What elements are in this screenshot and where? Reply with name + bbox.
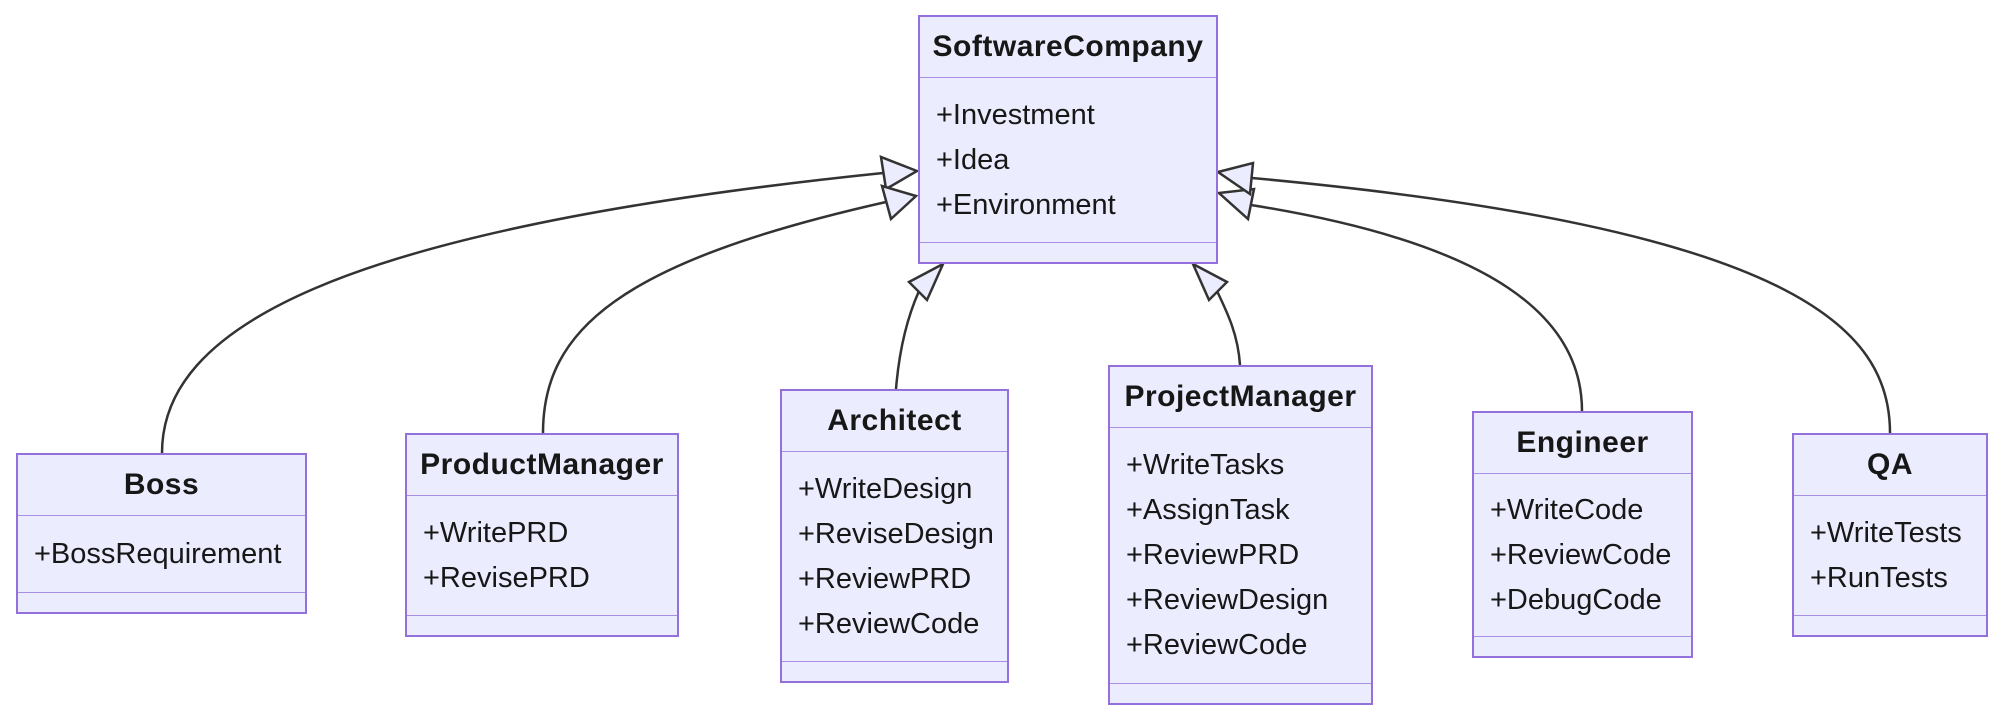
inheritance-arrowhead-productmanager-icon bbox=[880, 184, 919, 222]
edge-boss-to-softwarecompany bbox=[160, 171, 884, 454]
edge-projectmanager-to-softwarecompany bbox=[1215, 290, 1242, 366]
class-box-softwarecompany: SoftwareCompany +Investment +Idea +Environ… bbox=[918, 15, 1218, 264]
class-attribute: +RunTests bbox=[1810, 561, 1948, 594]
class-title-engineer: Engineer bbox=[1516, 426, 1649, 459]
class-attribute: +Environment bbox=[936, 188, 1116, 221]
class-attribute: +ReviewPRD bbox=[798, 562, 972, 595]
class-methods-empty bbox=[18, 592, 305, 612]
class-methods-empty bbox=[1110, 683, 1371, 703]
class-attribute: +WritePRD bbox=[423, 516, 569, 549]
class-attribute: +AssignTask bbox=[1126, 494, 1290, 526]
class-attribute: +ReviseDesign bbox=[798, 517, 994, 550]
inheritance-arrowhead-qa-icon bbox=[1215, 161, 1255, 197]
class-attribute: +WriteTests bbox=[1810, 516, 1962, 549]
class-attributes-projectmanager: +WriteTasks +AssignTask +ReviewPRD +ReviewD… bbox=[1110, 427, 1371, 683]
edge-qa-to-softwarecompany bbox=[1251, 176, 1892, 434]
class-box-engineer: Engineer +WriteCode +ReviewCode +DebugCode bbox=[1472, 411, 1693, 658]
class-box-productmanager: ProductManager +WritePRD +RevisePRD bbox=[405, 433, 679, 637]
class-box-boss: Boss +BossRequirement bbox=[16, 453, 307, 614]
class-attributes-engineer: +WriteCode +ReviewCode +DebugCode bbox=[1474, 473, 1691, 636]
class-box-projectmanager: ProjectManager +WriteTasks +AssignTask +Re… bbox=[1108, 365, 1373, 705]
class-title-projectmanager: ProjectManager bbox=[1124, 380, 1357, 413]
class-attribute: +DebugCode bbox=[1490, 583, 1662, 616]
class-attribute: +WriteTasks bbox=[1126, 449, 1285, 481]
class-attributes-architect: +WriteDesign +ReviseDesign +ReviewPRD +Revi… bbox=[782, 451, 1007, 661]
class-attribute: +RevisePRD bbox=[423, 561, 590, 594]
edge-productmanager-to-softwarecompany bbox=[541, 200, 887, 434]
class-attribute: +ReviewPRD bbox=[1126, 539, 1300, 571]
class-methods-empty bbox=[1794, 615, 1986, 635]
inheritance-arrowhead-engineer-icon bbox=[1216, 187, 1256, 222]
class-title-architect: Architect bbox=[827, 404, 962, 437]
class-attributes-softwarecompany: +Investment +Idea +Environment bbox=[920, 77, 1216, 242]
edge-architect-to-softwarecompany bbox=[894, 290, 921, 390]
class-box-architect: Architect +WriteDesign +ReviseDesign +Revi… bbox=[780, 389, 1009, 683]
class-methods-empty bbox=[782, 661, 1007, 681]
class-box-qa: QA +WriteTests +RunTests bbox=[1792, 433, 1988, 637]
inheritance-arrowhead-projectmanager-icon bbox=[1190, 261, 1230, 303]
class-attribute: +Investment bbox=[936, 98, 1095, 131]
class-attributes-qa: +WriteTests +RunTests bbox=[1794, 495, 1986, 615]
class-title-softwarecompany: SoftwareCompany bbox=[932, 30, 1204, 63]
class-title-qa: QA bbox=[1867, 448, 1913, 481]
class-attribute: +ReviewCode bbox=[1490, 538, 1672, 571]
class-attribute: +BossRequirement bbox=[34, 537, 282, 570]
inheritance-arrowhead-boss-icon bbox=[879, 155, 920, 191]
class-attribute: +WriteCode bbox=[1490, 493, 1644, 526]
class-title-boss: Boss bbox=[123, 468, 200, 501]
class-methods-empty bbox=[920, 242, 1216, 262]
edge-engineer-to-softwarecompany bbox=[1250, 203, 1584, 412]
class-attribute: +ReviewCode bbox=[798, 607, 980, 640]
class-attribute: +ReviewCode bbox=[1126, 629, 1308, 661]
inheritance-arrowhead-architect-icon bbox=[906, 261, 946, 303]
class-attribute: +WriteDesign bbox=[798, 472, 973, 505]
class-methods-empty bbox=[1474, 636, 1691, 656]
class-title-productmanager: ProductManager bbox=[420, 448, 664, 481]
class-attribute: +ReviewDesign bbox=[1126, 584, 1329, 616]
class-attributes-boss: +BossRequirement bbox=[18, 515, 305, 592]
class-attribute: +Idea bbox=[936, 143, 1010, 176]
class-attributes-productmanager: +WritePRD +RevisePRD bbox=[407, 495, 677, 615]
class-methods-empty bbox=[407, 615, 677, 635]
